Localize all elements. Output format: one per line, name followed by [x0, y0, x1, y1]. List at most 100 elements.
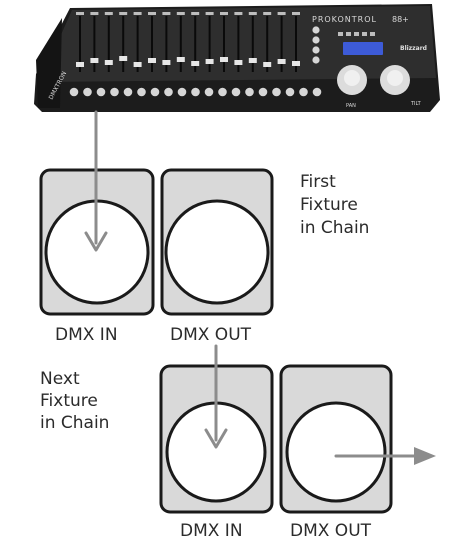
- fixture-1-out-label: DMX OUT: [170, 325, 252, 345]
- fixture-2-caption: Next Fixture in Chain: [40, 369, 109, 433]
- fixture-1-caption: First Fixture in Chain: [300, 172, 369, 238]
- arrow-head-icon: [84, 231, 108, 252]
- fader-indicator: [220, 12, 228, 15]
- fader-track: [266, 16, 269, 72]
- controller-model-badge: 88+: [392, 15, 409, 24]
- tilt-label: TILT: [410, 101, 422, 107]
- controller-brand: PROKONTROL: [312, 15, 377, 24]
- tilt-knob-cap: [387, 70, 403, 86]
- fixture-1-dmx-out-socket: [164, 199, 270, 305]
- fader-cap: [162, 60, 171, 65]
- fader-track: [280, 16, 283, 72]
- fader-indicator: [263, 12, 272, 15]
- fader-indicator: [90, 12, 99, 15]
- side-button: [370, 32, 375, 36]
- fader-cap: [104, 60, 113, 65]
- fixture-2-in-label: DMX IN: [180, 521, 243, 541]
- fader-track: [151, 16, 153, 72]
- fader-indicator: [292, 12, 300, 15]
- round-button: [218, 87, 227, 97]
- round-button: [83, 87, 92, 97]
- side-button: [354, 32, 359, 36]
- round-button: [285, 87, 295, 97]
- round-button: [204, 87, 214, 97]
- round-button: [96, 87, 106, 97]
- side-button: [312, 36, 320, 44]
- side-button: [362, 32, 367, 36]
- fader-cap: [220, 57, 228, 62]
- fader-indicator: [76, 12, 84, 15]
- fader-track: [79, 16, 81, 72]
- round-button: [231, 87, 241, 97]
- fixture-2-dmx-out-socket: [285, 401, 387, 503]
- arrow-head-icon: [414, 447, 436, 465]
- fader-cap: [148, 58, 156, 63]
- fader-track: [107, 16, 110, 72]
- fader-track: [237, 16, 240, 72]
- fixture-1-caption-line: First: [300, 172, 336, 192]
- controller-logo: Blizzard: [400, 45, 427, 52]
- fader-cap: [263, 62, 272, 67]
- fixture-2-caption-line: Fixture: [40, 391, 98, 411]
- fader-track: [251, 16, 254, 72]
- fader-cap: [133, 62, 142, 67]
- pan-label: PAN: [346, 103, 356, 109]
- fader-track: [194, 16, 197, 72]
- pan-knob-cap: [344, 70, 360, 86]
- fader-cap: [248, 58, 257, 63]
- dmx-controller: DMXTRON PROKONTROL 88+ Blizzard PAN TILT: [34, 4, 440, 112]
- round-button: [258, 87, 268, 97]
- fixture-2-caption-line: Next: [40, 369, 80, 389]
- round-button: [137, 87, 146, 97]
- fader-cap: [292, 61, 300, 66]
- controller-rack-ear: [36, 18, 62, 108]
- side-button: [312, 46, 320, 54]
- fader-indicator: [148, 12, 156, 15]
- fixture-2: DMX IN DMX OUT Next Fixture in Chain: [40, 364, 393, 541]
- fixture-1-caption-line: in Chain: [300, 218, 369, 238]
- fader-cap: [234, 60, 243, 65]
- side-button: [312, 56, 320, 64]
- round-button: [272, 87, 281, 97]
- dmx-cables: [84, 110, 427, 458]
- fader-cap: [76, 62, 84, 67]
- fader-cap: [277, 59, 286, 64]
- fader-indicator: [104, 12, 113, 15]
- fader-track: [93, 16, 96, 72]
- fader-indicator: [119, 12, 128, 15]
- fixture-2-out-label: DMX OUT: [290, 521, 372, 541]
- fixture-1-in-label: DMX IN: [55, 325, 118, 345]
- round-button: [177, 87, 187, 97]
- bottom-button-row: [69, 87, 322, 97]
- fader-cap: [119, 56, 128, 61]
- round-button: [299, 87, 308, 97]
- side-button-cluster: [312, 26, 375, 64]
- fader-cap: [176, 57, 185, 62]
- round-button: [69, 87, 79, 97]
- fader-bank: [76, 12, 300, 72]
- fader-indicator: [176, 12, 185, 15]
- fader-track: [136, 16, 139, 72]
- side-button: [312, 26, 320, 34]
- fader-track: [223, 16, 225, 72]
- fixture-1: DMX IN DMX OUT First Fixture in Chain: [39, 168, 369, 345]
- fader-track: [179, 16, 182, 72]
- fader-indicator: [248, 12, 257, 15]
- fixture-1-caption-line: Fixture: [300, 195, 358, 215]
- fader-track: [122, 16, 125, 72]
- round-button: [110, 87, 119, 97]
- fader-indicator: [162, 12, 171, 15]
- round-button: [312, 87, 322, 97]
- fader-indicator: [191, 12, 200, 15]
- fader-track: [295, 16, 297, 72]
- fixture-2-caption-line: in Chain: [40, 413, 109, 433]
- controller-lcd: [343, 42, 383, 55]
- fader-cap: [90, 58, 99, 63]
- fader-cap: [191, 61, 200, 66]
- fader-indicator: [234, 12, 243, 15]
- round-button: [245, 87, 254, 97]
- fader-indicator: [277, 12, 286, 15]
- fader-indicator: [133, 12, 142, 15]
- round-button: [123, 87, 133, 97]
